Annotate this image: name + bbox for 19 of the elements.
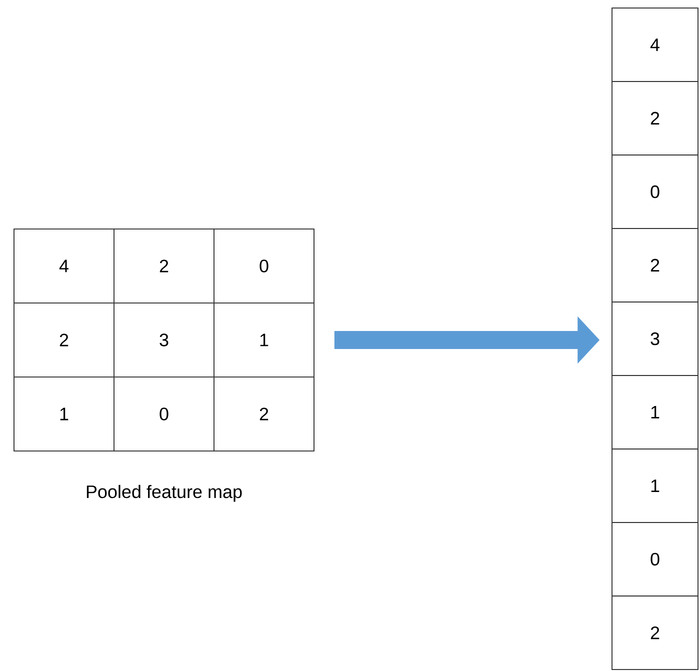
table-cell: 3 bbox=[114, 302, 214, 378]
table-cell: 2 bbox=[612, 81, 698, 156]
table-cell: 3 bbox=[612, 302, 698, 376]
table-cell: 4 bbox=[14, 228, 114, 304]
table-cell: 2 bbox=[612, 228, 698, 302]
table-cell: 0 bbox=[612, 154, 698, 229]
table-cell: 2 bbox=[612, 596, 698, 670]
table-cell: 0 bbox=[114, 376, 214, 452]
table-cell: 1 bbox=[214, 302, 314, 378]
table-cell: 2 bbox=[214, 376, 314, 452]
node-label: Pooled feature map bbox=[86, 484, 242, 502]
table-cell: 1 bbox=[14, 376, 114, 452]
table-cell: 1 bbox=[612, 448, 698, 523]
table-cell: 1 bbox=[612, 375, 698, 450]
table-cell: 0 bbox=[214, 228, 314, 304]
table-cell: 2 bbox=[14, 302, 114, 378]
table-cell: 4 bbox=[612, 8, 698, 82]
table-cell: 0 bbox=[612, 522, 698, 596]
table-cell: 2 bbox=[114, 228, 214, 304]
